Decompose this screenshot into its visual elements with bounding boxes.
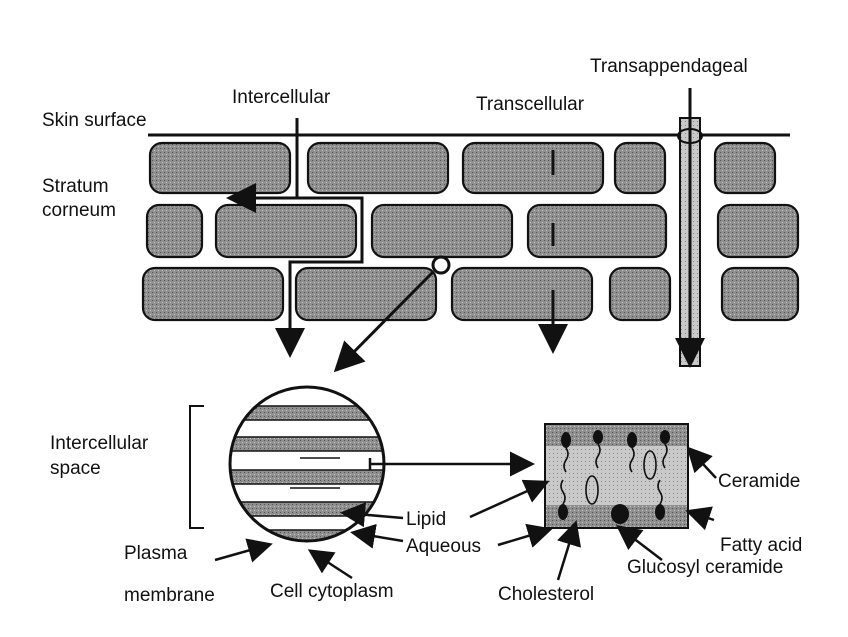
corneocyte <box>216 205 356 257</box>
label-intercellular-space-line1: Intercellular <box>50 433 149 454</box>
label-fatty-acid: Fatty acid <box>720 535 802 556</box>
corneocyte <box>452 268 592 320</box>
label-glucosyl-ceramide: Glucosyl ceramide <box>627 557 783 578</box>
label-intercellular-space-line2: space <box>50 458 101 479</box>
label-transcellular-route: Transcellular <box>476 94 585 115</box>
corneocyte <box>308 143 448 193</box>
label-lipid: Lipid <box>406 509 446 530</box>
corneocyte <box>715 143 775 193</box>
label-stratum-corneum-line2: corneum <box>42 200 116 221</box>
label-stratum-corneum-line1: Stratum <box>42 176 109 197</box>
corneocyte <box>372 205 512 257</box>
corneocyte <box>722 268 798 320</box>
label-plasma-membrane-line1: Plasma <box>124 543 188 564</box>
label-cholesterol: Cholesterol <box>498 584 594 605</box>
corneocyte <box>463 143 603 193</box>
label-intercellular-route: Intercellular <box>232 87 331 108</box>
label-cell-cytoplasm: Cell cytoplasm <box>270 581 394 602</box>
bilayer-link-arrow <box>370 458 530 470</box>
appendage-duct <box>678 88 702 366</box>
label-transappendageal-route: Transappendageal <box>590 56 748 77</box>
corneocyte <box>143 268 283 320</box>
corneocyte <box>147 205 202 257</box>
label-aqueous: Aqueous <box>406 536 481 557</box>
corneocyte <box>610 268 670 320</box>
label-ceramide: Ceramide <box>718 471 800 492</box>
label-plasma-membrane-line2: membrane <box>124 585 215 606</box>
intercellular-zoom-circle <box>215 387 405 544</box>
corneocyte <box>615 143 665 193</box>
corneocyte <box>150 143 290 193</box>
intercellular-space-bracket <box>190 406 204 528</box>
corneocyte <box>528 205 666 257</box>
corneocyte <box>296 268 436 320</box>
corneocyte <box>718 205 798 257</box>
magnifier-origin-ring <box>433 257 449 273</box>
label-skin-surface: Skin surface <box>42 110 147 131</box>
lipid-bilayer-box <box>545 424 688 528</box>
